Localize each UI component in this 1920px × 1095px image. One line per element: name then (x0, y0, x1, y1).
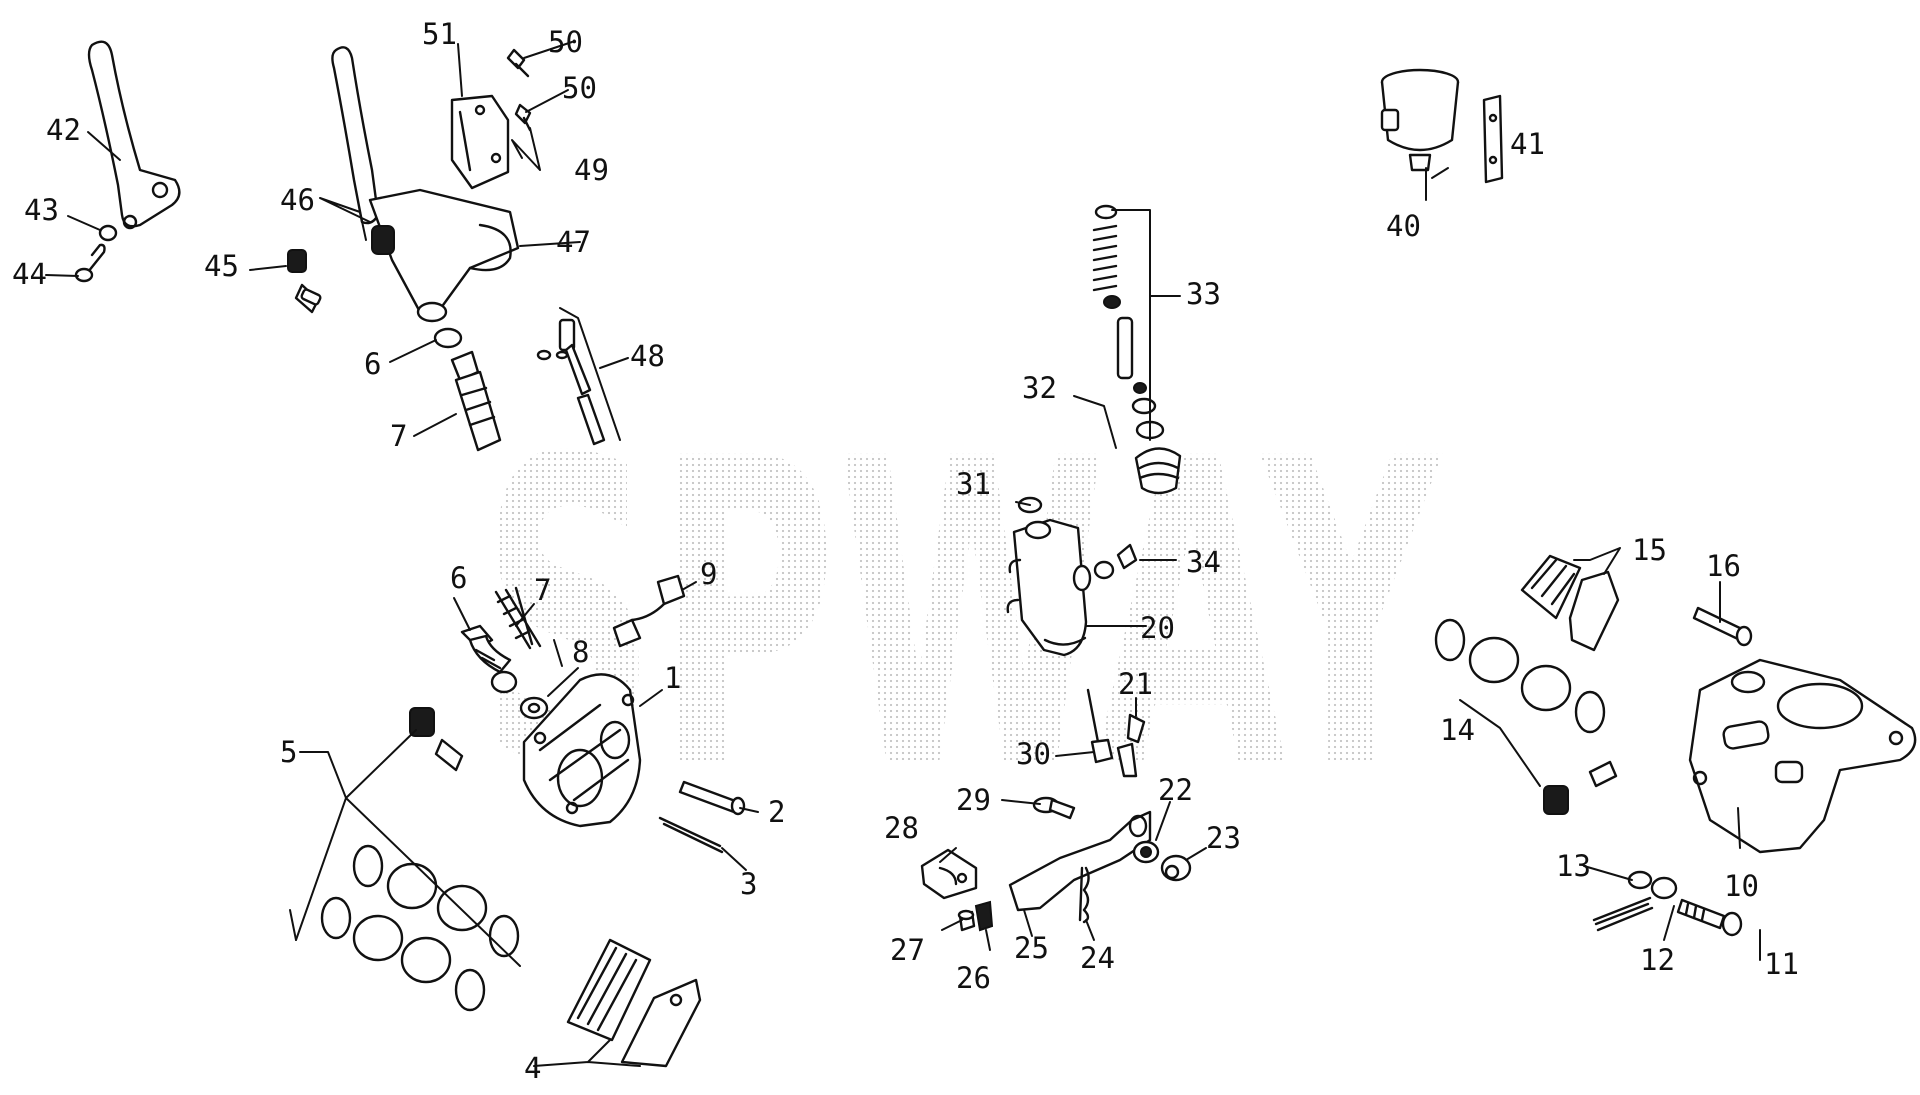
clevis-21 (1116, 713, 1146, 778)
brake-pedal-25 (1008, 810, 1152, 912)
washer-8 (519, 696, 549, 720)
banjo-34 (1093, 543, 1138, 580)
pin-29 (1032, 796, 1076, 820)
callout-4: 4 (524, 1051, 541, 1085)
bleeder-5 (409, 707, 464, 772)
callout-22: 22 (1158, 773, 1193, 807)
callout-50a: 50 (548, 25, 583, 59)
pushrod-30 (1086, 688, 1114, 764)
rubber-boot-32 (1134, 447, 1182, 495)
callout-23: 23 (1206, 821, 1241, 855)
leader-lines (45, 41, 1761, 1067)
callout-20: 20 (1140, 611, 1175, 645)
callout-numbers: 42 43 44 45 46 47 49 50 50 51 6 7 48 40 … (12, 17, 1799, 1085)
callout-44: 44 (12, 257, 47, 291)
callout-1: 1 (664, 661, 681, 695)
callout-6-upper: 6 (364, 347, 381, 381)
callout-30: 30 (1016, 737, 1051, 771)
clip-26 (974, 900, 994, 932)
callout-33: 33 (1186, 277, 1221, 311)
callout-32: 32 (1022, 371, 1057, 405)
bleeder-14 (1543, 760, 1618, 815)
screw-44 (74, 243, 106, 283)
callout-6-lower: 6 (450, 561, 467, 595)
adjuster-45 (287, 249, 322, 314)
callout-14: 14 (1440, 713, 1475, 747)
bracket-28 (920, 848, 978, 900)
callout-15: 15 (1632, 533, 1667, 567)
callout-28: 28 (884, 811, 919, 845)
callout-3: 3 (740, 867, 757, 901)
pin-2 (678, 780, 746, 816)
spring-24 (1078, 866, 1090, 924)
bushing-23 (1160, 854, 1192, 882)
callout-31: 31 (956, 467, 991, 501)
washer-43 (98, 224, 118, 242)
pin-3 (658, 816, 724, 854)
callout-46: 46 (280, 183, 315, 217)
callout-11: 11 (1764, 947, 1799, 981)
reservoir-cap-49 (450, 94, 510, 190)
callout-2: 2 (768, 795, 785, 829)
callout-41: 41 (1510, 127, 1545, 161)
callout-5: 5 (280, 735, 297, 769)
banjo-hose-12 (1592, 876, 1678, 932)
seal-kit-5 (320, 844, 520, 1012)
callout-16: 16 (1706, 549, 1741, 583)
callout-29: 29 (956, 783, 991, 817)
callout-45: 45 (204, 249, 239, 283)
screw-50b (514, 103, 532, 132)
callout-24: 24 (1080, 941, 1115, 975)
callout-7-upper: 7 (390, 419, 407, 453)
caliper-body-1 (522, 673, 642, 828)
callout-7-lower: 7 (534, 573, 551, 607)
callout-12: 12 (1640, 943, 1675, 977)
seal-kit-14 (1434, 618, 1606, 734)
brake-lever-42 (87, 40, 181, 230)
callout-9: 9 (700, 557, 717, 591)
washer-6-upper (433, 327, 463, 349)
master-cylinder-47 (368, 188, 520, 323)
callout-48: 48 (630, 339, 665, 373)
callout-10: 10 (1724, 869, 1759, 903)
bolt-27 (957, 909, 976, 932)
callout-8: 8 (572, 635, 589, 669)
washer-6-lower (460, 624, 512, 674)
bolt-16 (1692, 606, 1753, 647)
callout-43: 43 (24, 193, 59, 227)
callout-27: 27 (890, 933, 925, 967)
watermark: SPWAY (480, 371, 1443, 860)
spring-seal-kit-33 (1092, 204, 1165, 440)
callout-21: 21 (1118, 667, 1153, 701)
bracket-41 (1482, 94, 1504, 184)
caliper-body-10 (1688, 658, 1917, 854)
callout-51: 51 (422, 17, 457, 51)
callout-49: 49 (574, 153, 609, 187)
callout-25: 25 (1014, 931, 1049, 965)
callout-34: 34 (1186, 545, 1221, 579)
brake-pads-15 (1520, 554, 1620, 652)
bolt-11 (1676, 898, 1743, 937)
callout-26: 26 (956, 961, 991, 995)
bushing-22 (1132, 840, 1160, 864)
piston-kit-48 (536, 318, 606, 446)
master-cylinder-20 (1006, 518, 1092, 657)
callout-42: 42 (46, 113, 81, 147)
brake-pad-clip-9 (612, 574, 686, 648)
callout-40: 40 (1386, 209, 1421, 243)
banjo-hose-7-upper (450, 350, 502, 452)
brake-lever-46 (331, 46, 380, 225)
brake-pads-4 (566, 938, 702, 1068)
callout-13: 13 (1556, 849, 1591, 883)
callout-50b: 50 (562, 71, 597, 105)
fluid-reservoir-40 (1380, 68, 1460, 172)
screw-50a (506, 48, 530, 78)
callout-47: 47 (556, 225, 591, 259)
